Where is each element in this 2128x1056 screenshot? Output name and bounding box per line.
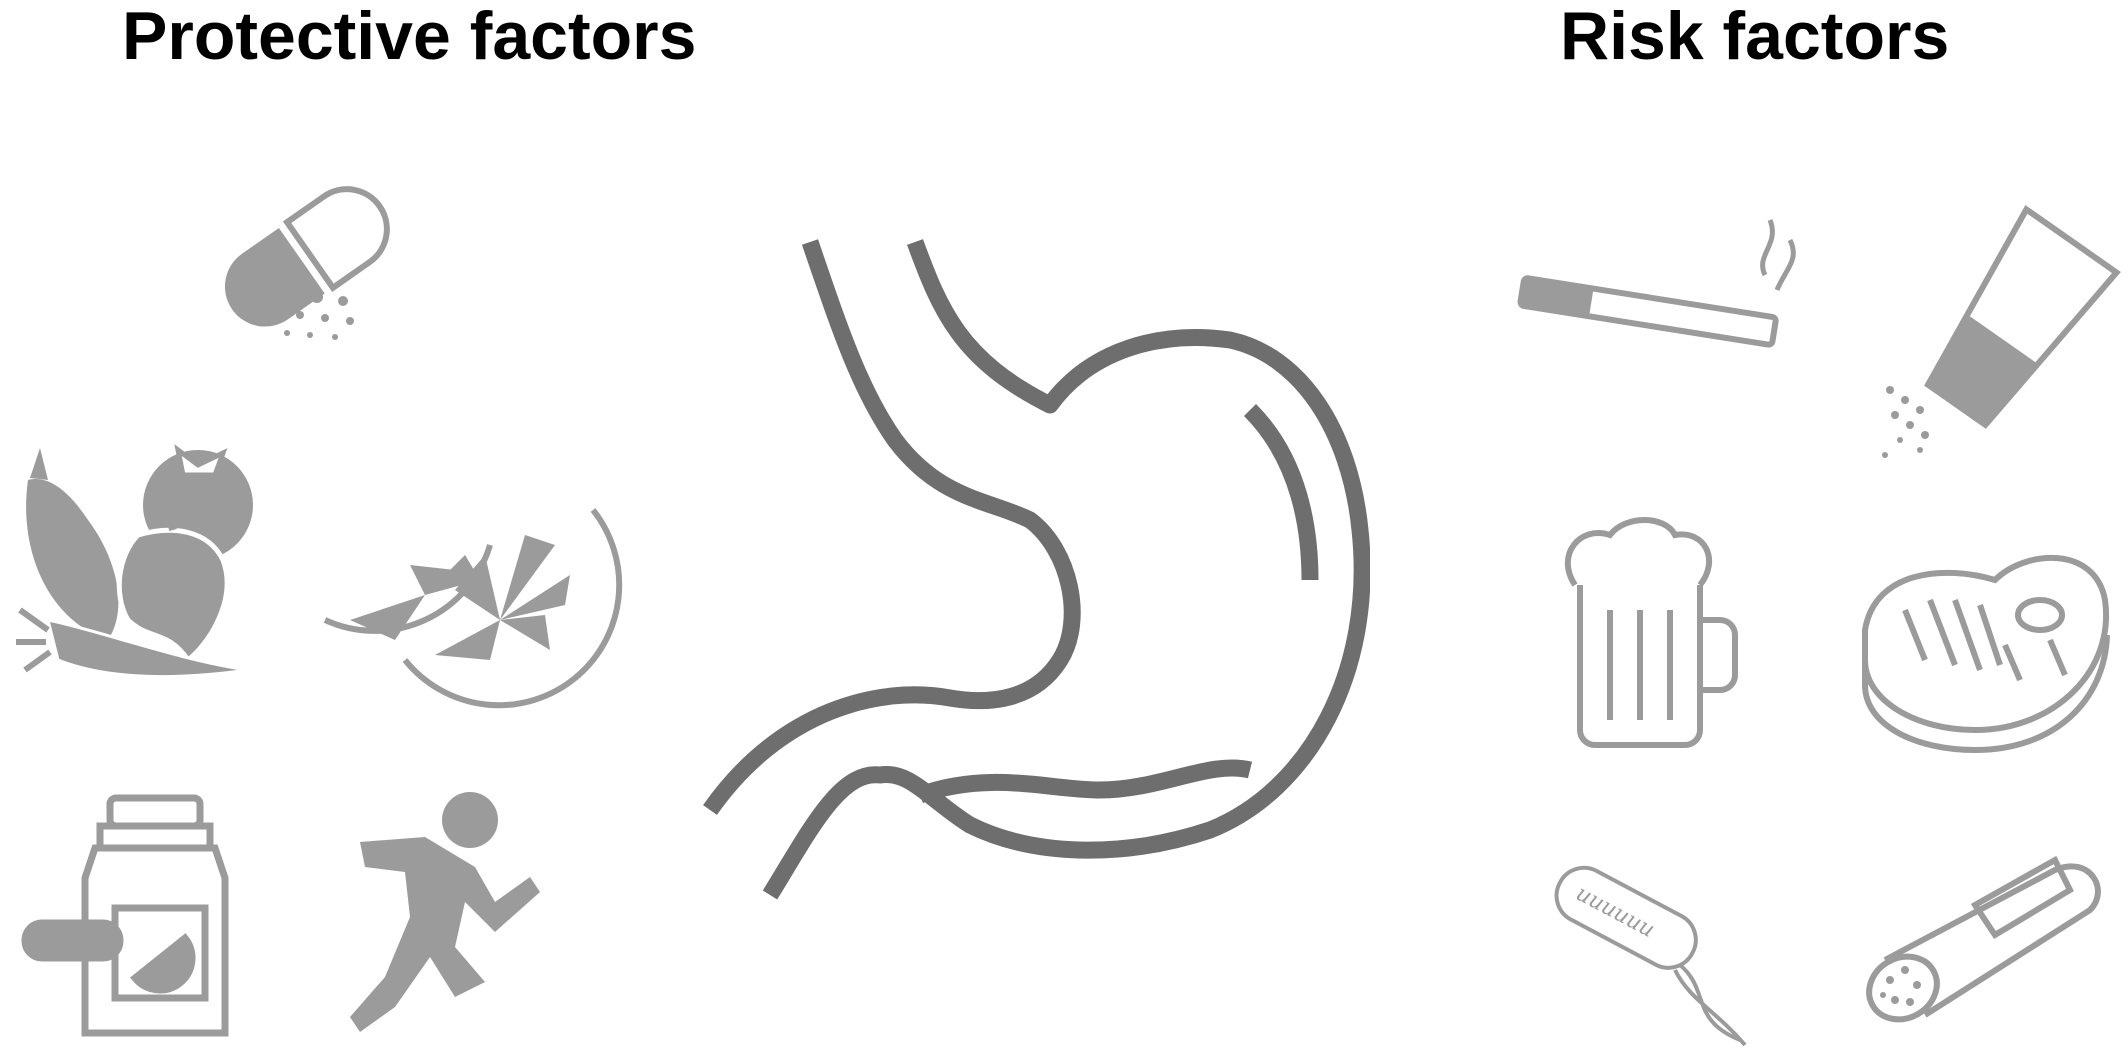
stomach-icon <box>690 230 1371 910</box>
svg-text:uuuuuu: uuuuuu <box>1572 881 1659 943</box>
risk-factors-heading: Risk factors <box>1560 0 1950 74</box>
salami-icon <box>1855 850 2110 1025</box>
vegetables-icon <box>8 430 268 680</box>
salt-shaker-icon <box>1870 200 2121 465</box>
vitamin-bottle-icon <box>20 793 230 1043</box>
running-person-icon <box>335 792 550 1042</box>
steak-icon <box>1855 540 2110 755</box>
beer-mug-icon <box>1555 515 1740 750</box>
citrus-slices-icon <box>315 495 623 709</box>
cigarette-icon <box>1515 215 1796 375</box>
bacterium-icon: uuuuuu <box>1540 850 1760 1050</box>
capsule-icon <box>195 185 425 345</box>
protective-factors-heading: Protective factors <box>122 0 697 74</box>
